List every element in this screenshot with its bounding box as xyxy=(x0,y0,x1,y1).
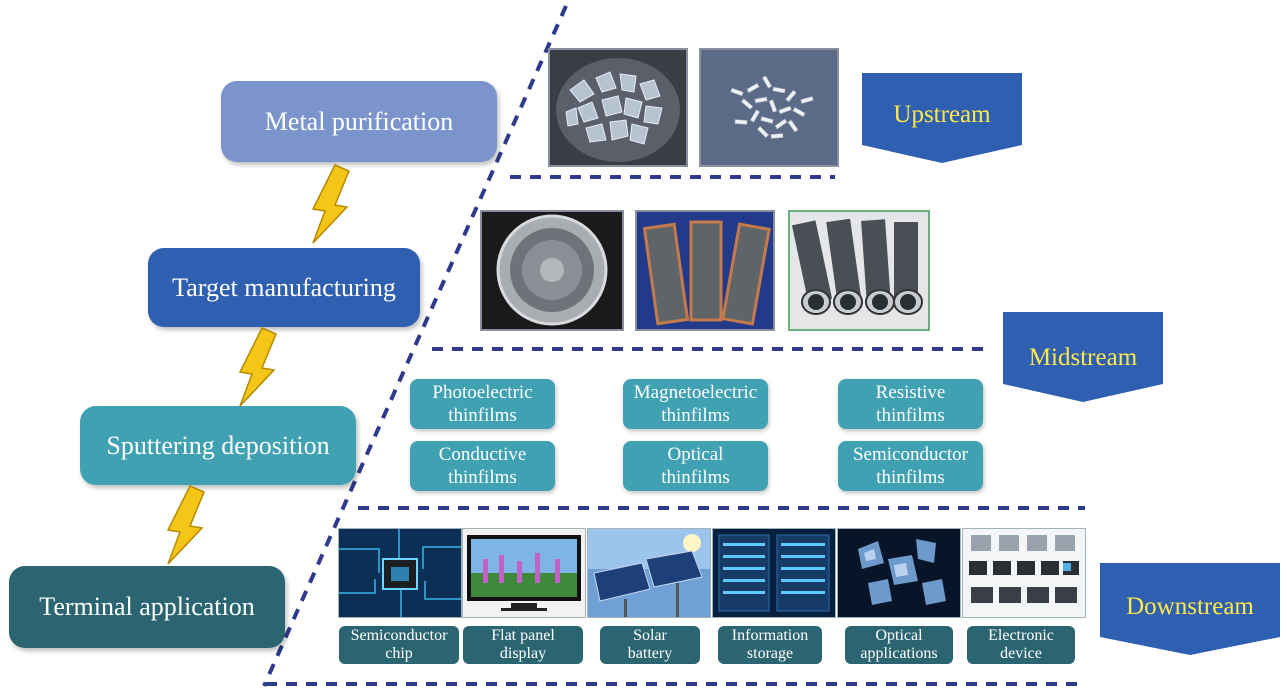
metal-chunks-photo xyxy=(548,48,688,167)
film-semiconductor: Semiconductor thinfilms xyxy=(838,441,983,491)
flow-arrow-icon xyxy=(160,485,210,566)
film-photoelectric: Photoelectric thinfilms xyxy=(410,379,555,429)
chip-photo xyxy=(338,528,462,618)
rotary-tube-targets-photo xyxy=(788,210,930,331)
app-label-optical-applications: Optical applications xyxy=(845,626,953,664)
app-label-flat-panel-display: Flat panel display xyxy=(463,626,583,664)
solar-panel-photo xyxy=(587,528,711,618)
upstream-chevron: Upstream xyxy=(862,73,1022,163)
film-resistive: Resistive thinfilms xyxy=(838,379,983,429)
optics-photo xyxy=(837,528,961,618)
tv-photo xyxy=(462,528,586,618)
flow-arrow-icon xyxy=(305,164,355,245)
app-label-solar-battery: Solar battery xyxy=(600,626,700,664)
stage-label: Sputtering deposition xyxy=(106,430,330,460)
stage-target-manufacturing: Target manufacturing xyxy=(148,248,420,327)
stage-label: Metal purification xyxy=(264,106,454,136)
midstream-chevron: Midstream xyxy=(1003,312,1163,402)
midstream-label: Midstream xyxy=(1028,344,1138,371)
diagonal-divider xyxy=(262,5,568,687)
planar-targets-photo xyxy=(635,210,775,331)
stage-sputtering-deposition: Sputtering deposition xyxy=(80,406,356,485)
stage-metal-purification: Metal purification xyxy=(221,81,497,162)
film-magnetoelectric: Magnetoelectric thinfilms xyxy=(623,379,768,429)
stage-label: Target manufacturing xyxy=(172,272,396,302)
metal-pellets-photo xyxy=(699,48,839,167)
server-rack-photo xyxy=(712,528,836,618)
app-label-semiconductor-chip: Semiconductor chip xyxy=(339,626,459,664)
downstream-chevron: Downstream xyxy=(1100,563,1280,655)
downstream-label: Downstream xyxy=(1126,593,1254,620)
circular-target-photo xyxy=(480,210,624,331)
stage-label: Terminal application xyxy=(39,592,255,621)
upstream-label: Upstream xyxy=(893,101,991,128)
app-label-information-storage: Information storage xyxy=(718,626,822,664)
electronic-components-photo xyxy=(962,528,1086,618)
app-label-electronic-device: Electronic device xyxy=(967,626,1075,664)
flow-arrow-icon xyxy=(232,327,282,408)
film-conductive: Conductive thinfilms xyxy=(410,441,555,491)
film-optical: Optical thinfilms xyxy=(623,441,768,491)
stage-terminal-application: Terminal application xyxy=(9,566,285,648)
